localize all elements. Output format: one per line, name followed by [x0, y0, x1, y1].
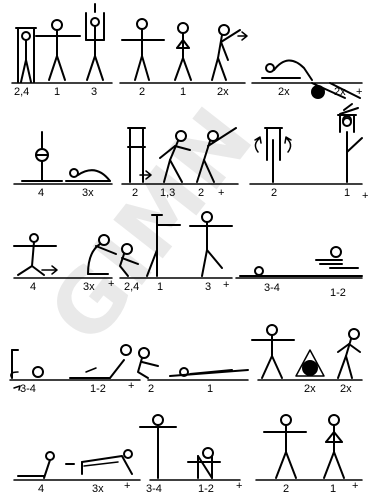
figure-kneel-ball [22, 132, 62, 181]
row1-label-1: 2,4 [14, 86, 29, 98]
row5-label-6: + [236, 480, 242, 492]
row2-label-6: + [218, 187, 224, 199]
row2-label-4: 1,3 [160, 187, 175, 199]
row5-label-7: 2 [283, 483, 289, 495]
figure-side-bend [338, 329, 360, 378]
row5-label-5: 1-2 [198, 483, 214, 495]
figure-t-pose [36, 20, 80, 80]
figure-hands-chest [175, 23, 191, 80]
figure-squat [120, 244, 138, 276]
figure-bridge [82, 450, 132, 474]
row4-label-5: 1 [207, 383, 213, 395]
row5-label-1: 4 [38, 483, 44, 495]
row2-label-7: 2 [271, 187, 277, 199]
figure-t-pose-3 [264, 415, 306, 478]
row2-label-1: 4 [38, 187, 44, 199]
row4-label-2: 1-2 [90, 383, 106, 395]
figure-arms-up-rod [16, 28, 36, 82]
figure-pole-stand [140, 415, 176, 478]
row5-label-3: + [124, 480, 130, 492]
figure-bend-left [160, 131, 190, 182]
figure-kneel-bend [88, 235, 116, 274]
figure-lying-curled [66, 169, 110, 181]
row1-label-9: + [356, 86, 362, 98]
row3-label-9: 1-2 [330, 287, 346, 299]
row2-label-5: 2 [198, 187, 204, 199]
row1-label-4: 2 [139, 86, 145, 98]
row4-label-6: 2x [304, 383, 316, 395]
row4-label-4: 2 [148, 383, 154, 395]
row1-label-5: 1 [180, 86, 186, 98]
figure-arm-rod-lean [338, 115, 362, 182]
figure-pole-lean [147, 215, 180, 276]
row4-label-3: + [128, 380, 134, 392]
figure-crouch-bench [138, 348, 248, 378]
figure-t-pose-2 [122, 19, 164, 80]
figure-plank-roll [70, 345, 131, 378]
row2-label-8: 1 [344, 187, 350, 199]
row1-label-8: 2x [334, 86, 346, 98]
figure-arms-up-rod-2 [86, 4, 104, 80]
row1-label-2: 1 [54, 86, 60, 98]
row2-label-3: 2 [132, 187, 138, 199]
figure-lying-leg-up [18, 452, 74, 478]
figure-prone-lift [240, 247, 362, 276]
figure-rods-kneel [188, 448, 220, 478]
row5-label-4: 3-4 [146, 483, 162, 495]
row3-label-8: 3-4 [264, 282, 280, 294]
row5-label-2: 3x [92, 483, 104, 495]
row3-label-7: + [223, 279, 229, 291]
row1-label-3: 3 [91, 86, 97, 98]
row3-label-1: 4 [30, 281, 36, 293]
row4-label-1: 3-4 [20, 383, 36, 395]
row3-label-6: 3 [205, 281, 211, 293]
row3-label-5: 1 [157, 281, 163, 293]
figure-seated-reach [14, 234, 57, 275]
row4-label-7: 2x [340, 383, 352, 395]
row5-label-9: + [352, 480, 358, 492]
figure-rods-stand-2 [128, 128, 151, 182]
row5-label-8: 1 [330, 483, 336, 495]
row3-label-4: 2,4 [124, 281, 139, 293]
row1-label-7: 2x [278, 86, 290, 98]
figure-bend-right [197, 128, 236, 182]
row1-label-6: 2x [217, 86, 229, 98]
figure-arm-swing [212, 25, 247, 80]
figure-leg-lift [190, 212, 232, 276]
row3-label-3: + [108, 278, 114, 290]
figure-hands-chest-2 [324, 415, 344, 478]
row3-label-2: 3x [83, 281, 95, 293]
figure-wide-stance-ball [252, 325, 324, 378]
figure-arms-circle [255, 128, 291, 182]
row2-label-9: + [362, 190, 368, 202]
row2-label-2: 3x [82, 187, 94, 199]
